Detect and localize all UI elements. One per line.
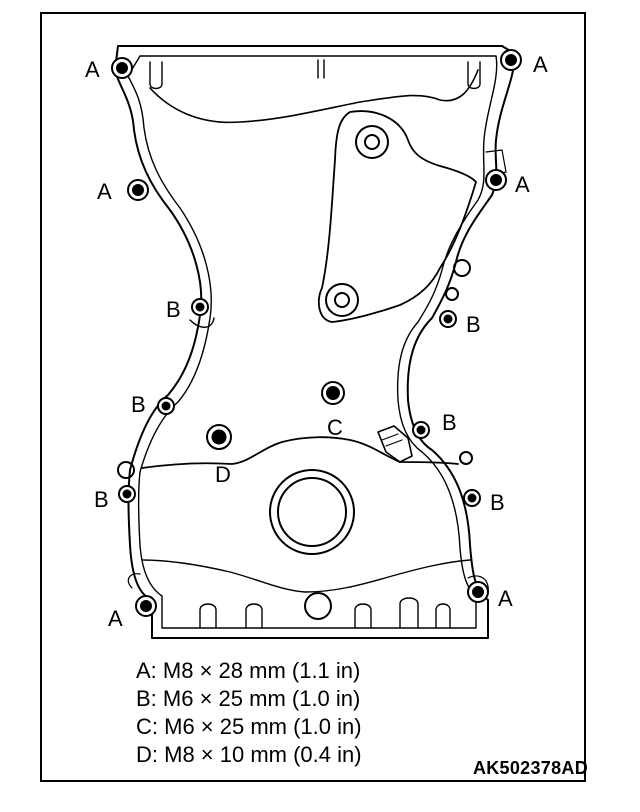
bolt-a4 (485, 169, 507, 191)
bolts (111, 49, 522, 617)
callout-a1: A (85, 57, 100, 82)
bolt-b3 (157, 397, 175, 415)
bolt-b1 (191, 298, 209, 316)
legend-item-b: B: M6 × 25 mm (1.0 in) (136, 686, 361, 711)
bolt-a5 (135, 595, 157, 617)
callout-labels: A A A A A A B B B B B B C D (85, 52, 548, 631)
callout-c: C (327, 415, 343, 440)
callout-a3: A (97, 179, 112, 204)
callout-a5: A (108, 606, 123, 631)
callout-b6: B (490, 490, 505, 515)
figure-id: AK502378AD (472, 758, 588, 778)
bolt-a6 (467, 581, 489, 603)
upper-boss (355, 125, 389, 159)
bolt-b6 (463, 489, 481, 507)
legend-item-a: A: M8 × 28 mm (1.1 in) (136, 658, 361, 683)
bolt-b5 (118, 485, 136, 503)
callout-a2: A (533, 52, 548, 77)
figure-frame (40, 12, 586, 782)
tensioner-arm (317, 110, 477, 323)
callout-b2: B (466, 312, 481, 337)
gasket-line (127, 55, 498, 629)
lower-boss (325, 283, 359, 317)
callout-b4: B (442, 410, 457, 435)
bolt-legend: A: M8 × 28 mm (1.1 in) B: M6 × 25 mm (1.… (136, 657, 362, 769)
bolt-c (321, 381, 345, 405)
upper-bracket (149, 69, 479, 124)
bolt-d (206, 424, 232, 450)
bolt-a3 (127, 179, 149, 201)
legend-item-c: C: M6 × 25 mm (1.0 in) (136, 714, 362, 739)
callout-a4: A (515, 172, 530, 197)
bolt-a1 (111, 57, 133, 79)
sensor-connector (377, 425, 413, 463)
callout-b1: B (166, 297, 181, 322)
bolt-a2 (500, 49, 522, 71)
oil-seal-inner (277, 477, 347, 547)
callout-d: D (215, 462, 231, 487)
oil-seal-outer (269, 469, 355, 555)
callout-a6: A (498, 586, 513, 611)
callout-b5: B (94, 487, 109, 512)
legend-item-d: D: M8 × 10 mm (0.4 in) (136, 742, 362, 767)
bolt-b4 (412, 421, 430, 439)
cover-outline (114, 45, 515, 639)
bolt-b2 (439, 310, 457, 328)
callout-b3: B (131, 392, 146, 417)
